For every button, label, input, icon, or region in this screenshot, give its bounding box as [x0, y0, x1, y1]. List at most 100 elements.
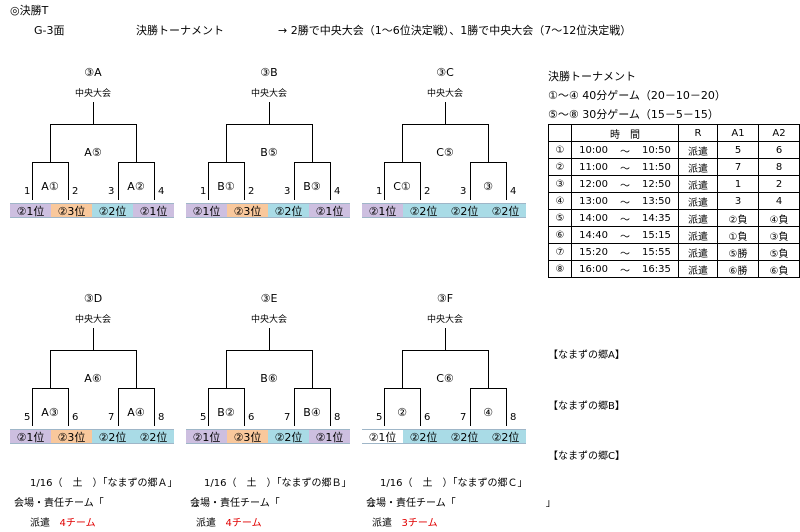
seed-slot: ②2位: [485, 203, 526, 218]
match-no: ⑤: [548, 209, 572, 227]
bracket-line: [118, 388, 155, 389]
schedule-rule-2: ⑤～⑧ 30分ゲーム（15－5－15）: [548, 108, 719, 121]
bracket-destination: 中央大会: [426, 89, 463, 99]
time-separator: ～: [615, 243, 635, 261]
final-match: A⑥: [84, 372, 102, 385]
dispatch-teams: 3チーム: [401, 518, 438, 529]
referee: 派遣: [678, 209, 718, 227]
referee: 派遣: [678, 158, 718, 176]
seed-number: 7: [284, 412, 291, 423]
bracket-destination: 中央大会: [426, 315, 463, 325]
semi-right-match: A④: [127, 406, 145, 419]
bracket-line: [154, 388, 155, 426]
footer-venue-b: 会場・責任チーム「 」: [190, 498, 380, 509]
start-time: 14:00: [571, 209, 616, 227]
seed-number: 4: [334, 186, 341, 197]
end-time: 12:50: [634, 175, 679, 193]
seed-number: 5: [200, 412, 207, 423]
dispatch-teams: 4チーム: [225, 518, 262, 529]
footer-dispatch-c: 派遣 3チーム: [372, 514, 438, 529]
bracket-line: [470, 388, 471, 426]
seed-number: 1: [200, 186, 207, 197]
bracket-line: [226, 124, 227, 162]
bracket-line: [136, 350, 137, 388]
bracket-line: [402, 124, 403, 162]
bracket-line: [136, 124, 137, 162]
seed-slot: ②3位: [227, 429, 268, 444]
seed-number: 6: [424, 412, 431, 423]
start-time: 10:00: [571, 141, 616, 159]
seed-slot: ②1位: [362, 429, 403, 444]
referee: 派遣: [678, 141, 718, 159]
semi-left-match: A①: [41, 180, 59, 193]
team-a2: 8: [758, 158, 800, 176]
bracket-line: [294, 388, 295, 426]
match-no: ②: [548, 158, 572, 176]
time-separator: ～: [615, 141, 635, 159]
match-no: ③: [548, 175, 572, 193]
bracket-line: [154, 162, 155, 200]
header-time: 時 間: [571, 124, 679, 142]
bracket-line: [208, 388, 209, 426]
end-time: 13:50: [634, 192, 679, 210]
seed-number: 2: [248, 186, 255, 197]
semi-left-match: B②: [217, 406, 235, 419]
match-no: ④: [548, 192, 572, 210]
bracket-line: [470, 162, 507, 163]
bracket-line: [244, 162, 245, 200]
seed-number: 8: [510, 412, 517, 423]
seed-slot: ②2位: [92, 429, 133, 444]
bracket-line: [402, 350, 403, 388]
team-a1: ①負: [717, 226, 759, 244]
venue-label-b: 【なまずの郷B】: [548, 401, 625, 412]
bracket-line: [244, 388, 245, 426]
team-a2: ③負: [758, 226, 800, 244]
team-a1: 7: [717, 158, 759, 176]
schedule-title: 決勝トーナメント: [548, 70, 636, 83]
team-a1: 3: [717, 192, 759, 210]
footer-date-c: 1/16（ 土 ）「なまずの郷Ｃ」: [380, 478, 528, 489]
bracket-line: [50, 350, 137, 351]
bracket-line: [50, 124, 51, 162]
seed-slot: ②2位: [268, 203, 309, 218]
seed-number: 4: [510, 186, 517, 197]
end-time: 15:15: [634, 226, 679, 244]
match-no: ⑥: [548, 226, 572, 244]
seed-number: 1: [24, 186, 31, 197]
seed-number: 1: [376, 186, 383, 197]
header-r: R: [678, 124, 718, 142]
team-a2: ⑥負: [758, 260, 800, 278]
seed-slot: ②2位: [268, 429, 309, 444]
team-a2: ⑤負: [758, 243, 800, 261]
bracket-line: [384, 162, 385, 200]
team-a2: 6: [758, 141, 800, 159]
semi-right-match: ③: [483, 180, 493, 193]
final-match: C⑤: [436, 146, 454, 159]
bracket-line: [226, 350, 227, 388]
bracket-line: [294, 388, 331, 389]
bracket-line: [32, 388, 33, 426]
bracket-line: [402, 124, 489, 125]
bracket-line: [93, 328, 94, 350]
final-match: A⑤: [84, 146, 102, 159]
seed-slot: ②2位: [444, 429, 485, 444]
tournament-type: 決勝トーナメント: [136, 24, 224, 37]
header-a2: A2: [758, 124, 800, 142]
seed-number: 6: [72, 412, 79, 423]
seed-slot: ②1位: [362, 203, 403, 218]
bracket-line: [312, 124, 313, 162]
footer-dispatch-a: 派遣 4チーム: [30, 514, 96, 529]
team-a2: ④負: [758, 209, 800, 227]
seed-number: 5: [376, 412, 383, 423]
section-title: ◎決勝T: [10, 4, 49, 17]
footer-dispatch-b: 派遣 4チーム: [196, 514, 262, 529]
start-time: 13:00: [571, 192, 616, 210]
